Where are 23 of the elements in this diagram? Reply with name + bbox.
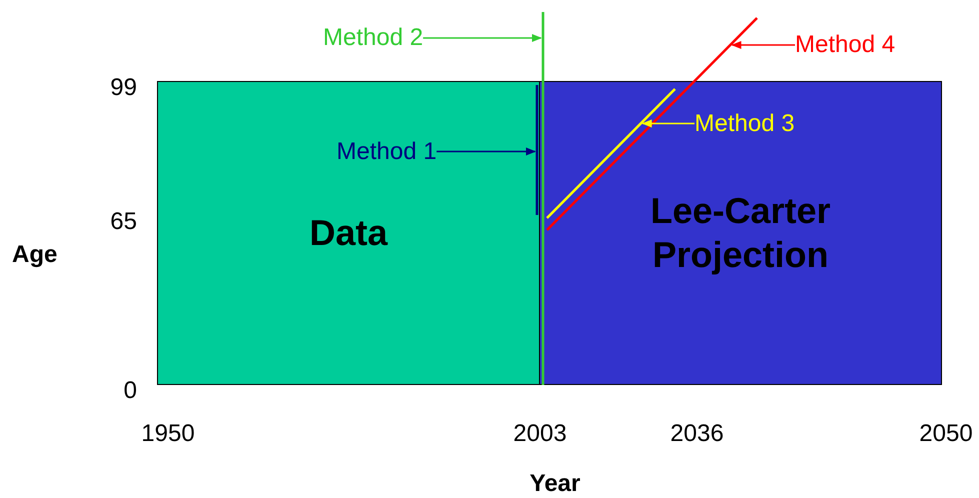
leader-arrow xyxy=(436,148,536,156)
leader-arrow xyxy=(731,41,795,49)
axis-title: Age xyxy=(12,241,58,269)
axis-tick-label: 0 xyxy=(122,377,137,405)
method-label: Method 4 xyxy=(795,31,896,59)
region-label: Data xyxy=(308,211,389,255)
method-line xyxy=(535,84,538,214)
axis-tick-label: 2036 xyxy=(669,420,725,448)
method-label: Method 2 xyxy=(323,24,424,52)
leader-arrow xyxy=(642,120,694,128)
method-line xyxy=(542,12,544,385)
axis-tick-label: 2003 xyxy=(512,420,568,448)
axis-tick-label: 65 xyxy=(109,208,137,236)
axis-title: Year xyxy=(528,470,582,498)
method-label: Method 1 xyxy=(336,138,437,166)
region-label: Lee-Carter Projection xyxy=(649,189,832,277)
axis-tick-label: 1950 xyxy=(140,420,196,448)
axis-tick-label: 99 xyxy=(109,74,137,102)
leader-arrow xyxy=(423,34,542,42)
method-label: Method 3 xyxy=(694,110,795,138)
region-block xyxy=(157,81,540,385)
region-block xyxy=(539,81,942,385)
axis-tick-label: 2050 xyxy=(918,420,974,448)
